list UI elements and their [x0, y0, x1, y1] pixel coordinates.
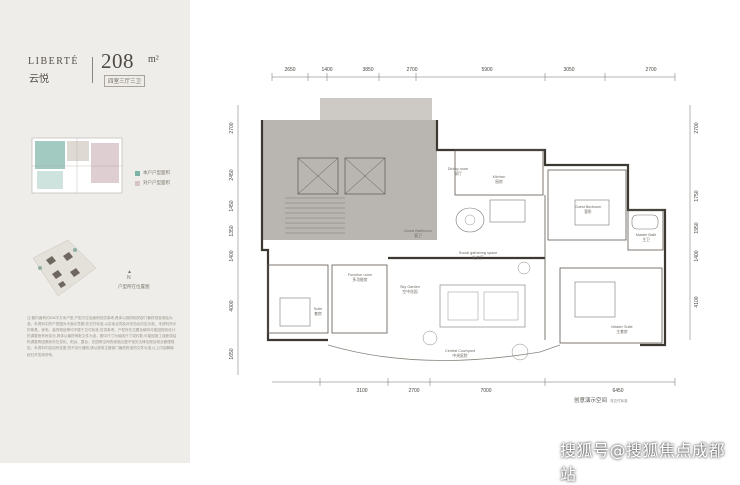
north-arrow: ▲N	[127, 269, 132, 281]
brand-name-cn: 云悦	[29, 74, 49, 85]
own-unit-wing	[37, 171, 63, 189]
left-dimension-line: 2700 2450 1450 1350 1400 4000 1650	[229, 105, 239, 375]
left-dim-4: 1350	[229, 225, 235, 236]
own-unit-area	[35, 141, 65, 169]
top-dim-6: 3050	[563, 67, 574, 73]
room-kitchen-cn: 厨房	[495, 179, 503, 184]
right-dim-5: 4100	[694, 296, 700, 307]
suite-bed	[279, 297, 311, 327]
opposite-unit-area	[91, 143, 119, 183]
bottom-dim-1: 3100	[356, 388, 367, 394]
master-bed	[574, 281, 616, 318]
room-function: Function room	[348, 273, 372, 277]
unit-area-unit: m²	[148, 54, 159, 65]
interior-walls	[267, 149, 664, 344]
top-dimension-line: 2650 1400 3850 2700 5900 3050 2700	[271, 67, 676, 81]
stairs	[285, 197, 345, 234]
room-master-bath: Master Bath	[636, 233, 656, 237]
room-social-space: Social gathering space	[459, 251, 497, 255]
room-courtyard-cn: 中央庭院	[452, 353, 467, 358]
left-dim-5: 1400	[229, 250, 235, 261]
top-dim-3: 3850	[362, 67, 373, 73]
description-text: 注:套内面积约208平方米户型,户型方位及面积仅供参考,具体以政府相关部门最终批…	[27, 316, 177, 357]
key-plan-thumbnail	[31, 137, 123, 194]
legend: 本户户型面积 对户户型面积	[135, 170, 170, 190]
room-guest-bedroom-cn: 客卧	[584, 209, 592, 214]
plan-note: 创意演示空间非交付标准	[574, 396, 628, 404]
top-dim-1: 2650	[284, 67, 295, 73]
legend-swatch-other	[135, 180, 140, 186]
room-dining: Dining room	[448, 167, 468, 171]
bathtub	[631, 214, 659, 230]
top-dim-7: 2700	[645, 67, 656, 73]
room-master-suite: Master Suite	[611, 325, 632, 329]
plant	[422, 330, 438, 346]
room-master-bath-cn: 主卫	[642, 237, 650, 242]
legend-item-own: 本户户型面积	[135, 170, 170, 176]
top-dim-2: 1400	[321, 67, 332, 73]
room-guest-bathroom: Guest Bathroom	[404, 229, 432, 233]
building-marker	[46, 256, 56, 265]
room-guest-bathroom-cn: 客卫	[414, 233, 422, 238]
room-courtyard: Central Courtyard	[445, 349, 475, 353]
bottom-dim-3: 7000	[480, 388, 491, 394]
plant	[517, 261, 531, 275]
right-dim-1: 2700	[694, 122, 700, 133]
room-social-space-cn: 社交厅	[472, 255, 484, 260]
left-dim-7: 1650	[229, 348, 235, 359]
elevator-1	[297, 157, 339, 195]
building-marker	[58, 281, 66, 288]
balcony-railing	[327, 344, 561, 361]
room-sky-garden: Sky Garden	[400, 285, 420, 289]
left-dim-1: 2700	[229, 122, 235, 133]
right-dim-2: 1750	[694, 190, 700, 201]
info-sidebar: LIBERTÉ 云悦 208 m² 四室三厅三卫 本户户型面积 对户户型面积	[0, 0, 190, 463]
building-marker	[70, 268, 80, 277]
bottom-dim-2: 2700	[408, 388, 419, 394]
room-dining-cn: 餐厅	[454, 171, 462, 176]
guest-bed	[574, 199, 610, 226]
room-sky-garden-cn: 空中花园	[402, 289, 417, 294]
top-dim-4: 2700	[406, 67, 417, 73]
building-marker	[63, 252, 73, 261]
room-suite: Suite	[314, 307, 323, 311]
room-function-cn: 多功能房	[352, 277, 367, 282]
legend-label-own: 本户户型面积	[143, 170, 170, 175]
sofa-set	[439, 284, 526, 328]
right-dim-4: 1400	[694, 250, 700, 261]
room-labels: Kitchen 厨房 Guest Bathroom 客卫 Dining room…	[314, 167, 657, 358]
site-location-map	[32, 239, 97, 297]
brand-logo: LIBERTÉ	[28, 56, 80, 67]
plan-note-text: 创意演示空间	[574, 398, 608, 404]
plan-note-small: 非交付标准	[610, 399, 628, 403]
legend-swatch-own	[135, 170, 140, 176]
dining-table	[455, 207, 485, 233]
room-suite-cn: 套房	[314, 311, 322, 316]
compass-label: 户型所在位置图	[118, 284, 150, 289]
kitchen-island	[489, 199, 526, 223]
floor-plan: 2650 1400 3850 2700 5900 3050 2700 3100 …	[229, 67, 700, 394]
right-dimension-line: 2700 1750 1950 1400 4100	[689, 105, 700, 340]
plant	[511, 343, 529, 361]
bottom-dim-4: 6450	[612, 388, 623, 394]
watermark: 搜狐号@搜狐焦点成都站	[560, 441, 726, 484]
top-dim-5: 5900	[481, 67, 492, 73]
room-master-suite-cn: 主套房	[616, 329, 628, 334]
elevator-2	[344, 157, 386, 195]
unit-layout: 四室三厅三卫	[104, 75, 146, 87]
core-shaft-area	[262, 98, 437, 240]
left-dim-6: 4000	[229, 300, 235, 311]
core-area	[67, 141, 89, 161]
brand-divider	[92, 57, 93, 83]
building-marker	[52, 270, 62, 279]
legend-item-other: 对户户型面积	[135, 180, 170, 186]
room-guest-bedroom: Guest Bedroom	[575, 205, 602, 209]
legend-label-other: 对户户型面积	[143, 180, 170, 185]
unit-area: 208	[101, 49, 134, 73]
right-dim-3: 1950	[694, 222, 700, 233]
room-kitchen: Kitchen	[493, 175, 506, 179]
bottom-dimension-line: 3100 2700 7000 6450	[272, 378, 676, 394]
left-dim-2: 2450	[229, 169, 235, 180]
left-dim-3: 1450	[229, 200, 235, 211]
